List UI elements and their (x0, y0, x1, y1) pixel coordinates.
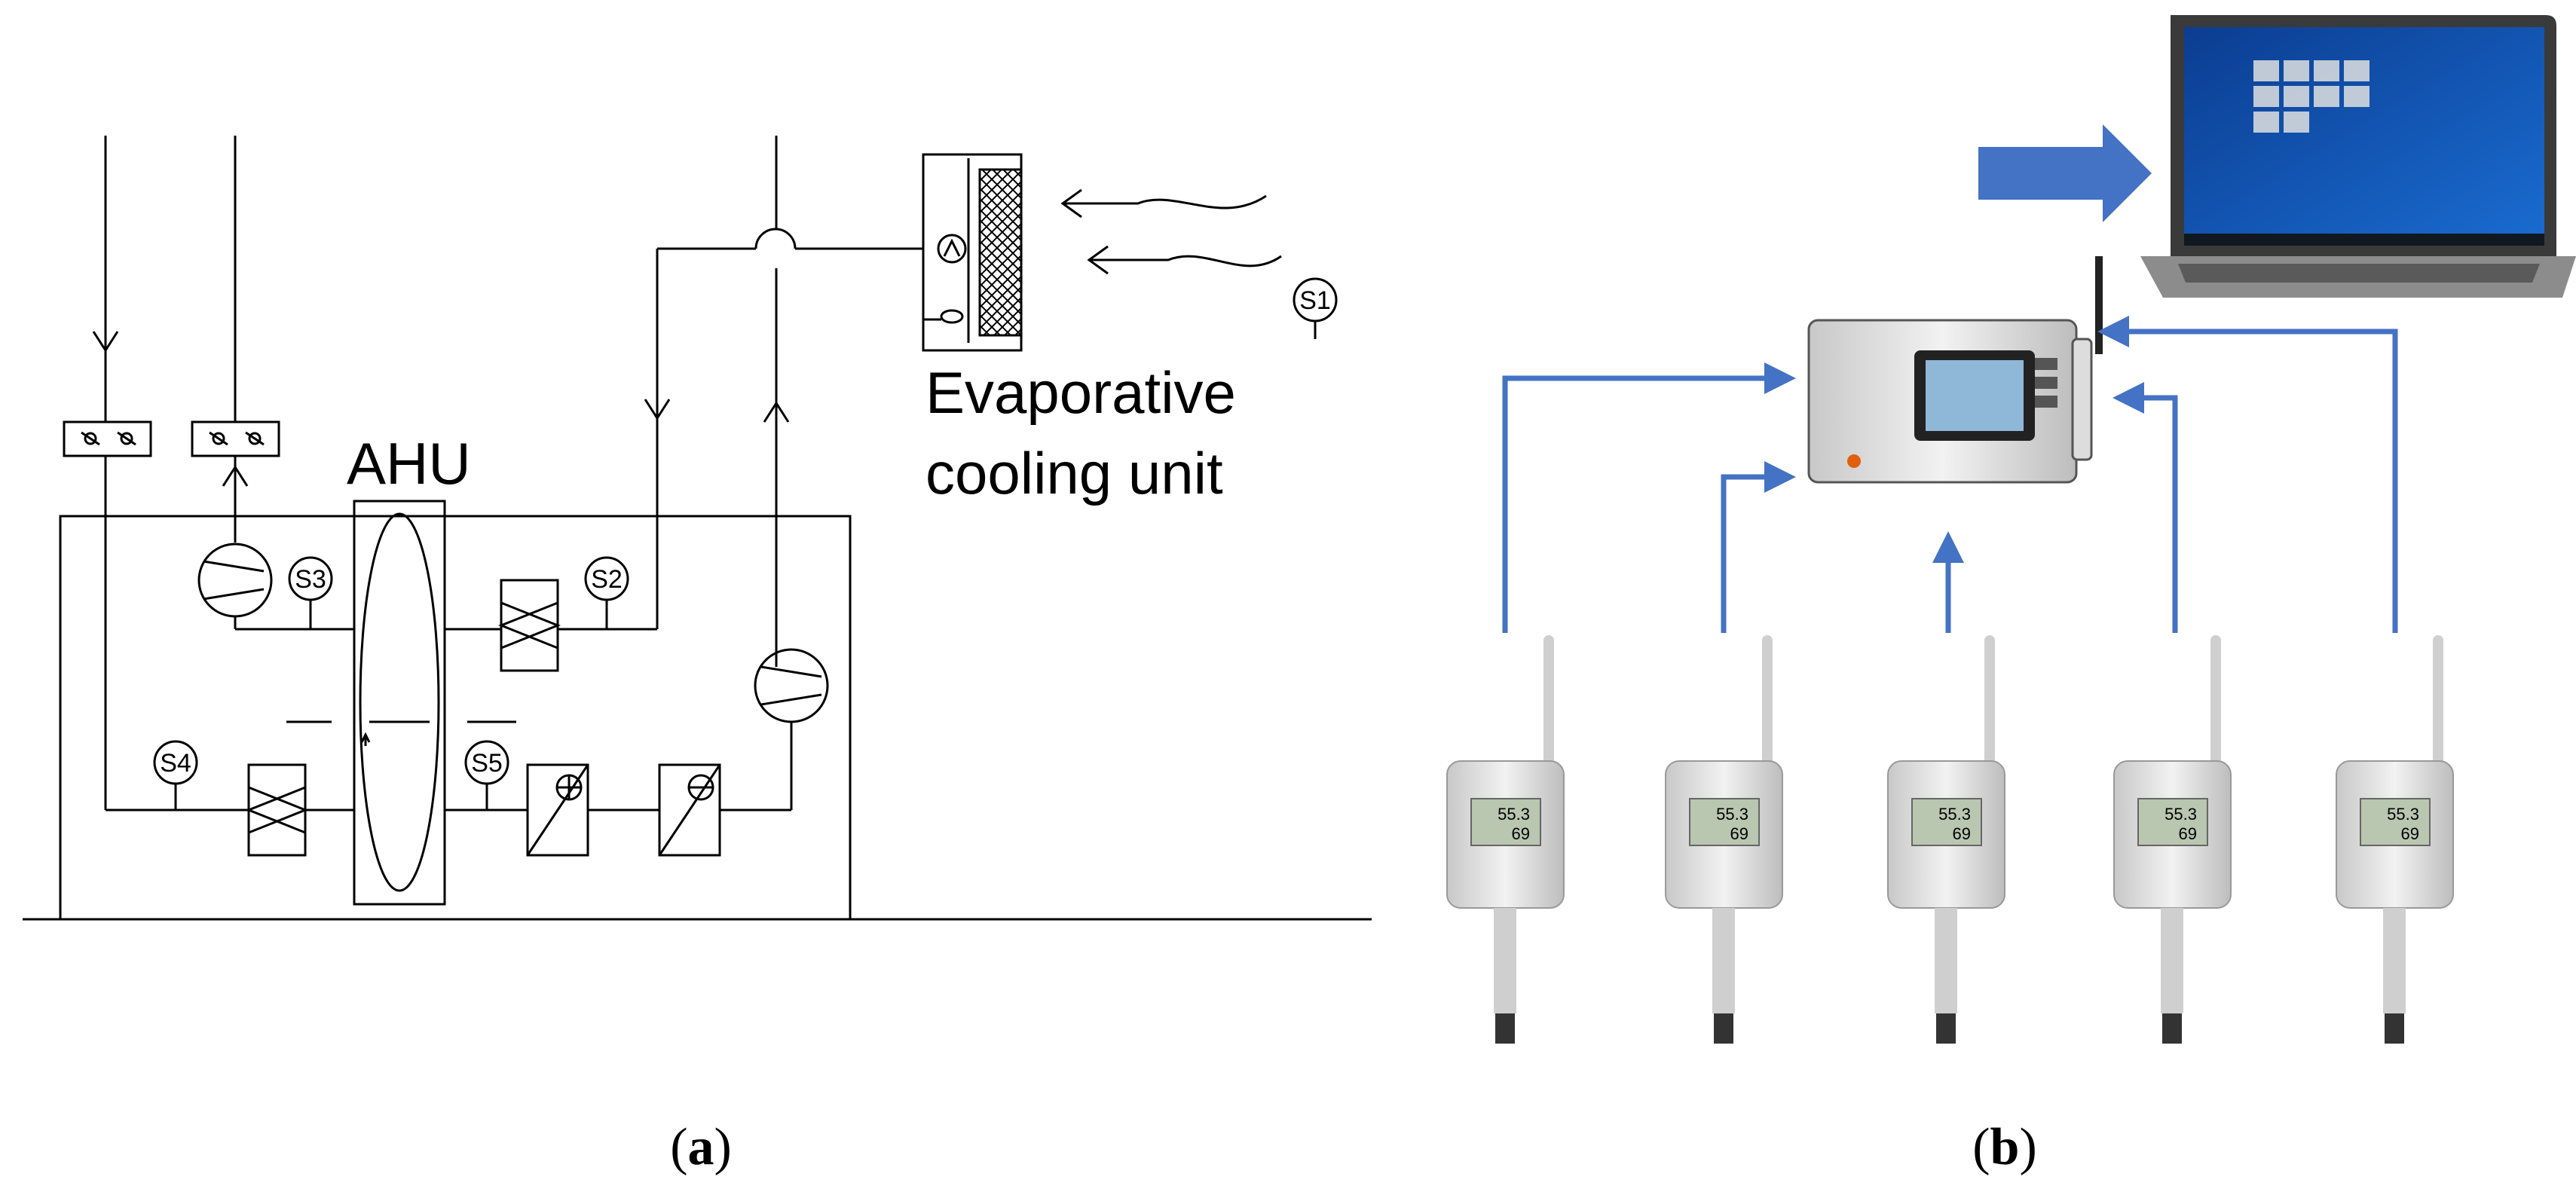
logger-reading-bottom: 69 (2179, 824, 2197, 843)
damper-icon (63, 420, 152, 457)
signal-arrow (2097, 316, 2398, 633)
sensor-label-s3: S3 (295, 565, 326, 594)
logger-row: 55.3 69 55.3 69 55.3 69 55.3 (1446, 635, 2454, 1044)
panel-a-schematic (23, 136, 1372, 921)
wireless-logger-icon: 55.3 69 (1665, 635, 1783, 1044)
damper-icon (191, 420, 280, 457)
ahu-label: AHU (347, 430, 471, 497)
wireless-logger-icon: 55.3 69 (2336, 635, 2454, 1044)
airflow-arrow (1089, 255, 1282, 267)
caption-b-letter: b (1990, 1118, 2020, 1176)
logger-reading-top: 55.3 (1938, 805, 1971, 824)
wireless-logger-icon: 55.3 69 (1887, 635, 2005, 1044)
sensor-icon (584, 556, 629, 629)
base-station-icon (1807, 256, 2103, 484)
evaporative-label-line1: Evaporative (925, 359, 1236, 426)
caption-a-open: ( (670, 1118, 687, 1176)
fan-icon (754, 648, 829, 723)
logger-reading-top: 55.3 (2387, 805, 2419, 824)
sensor-label-s1: S1 (1299, 286, 1331, 315)
signal-arrow (2113, 382, 2178, 633)
logger-reading-top: 55.3 (1716, 805, 1748, 824)
caption-a: (a) (670, 1118, 732, 1176)
ahu-box (59, 515, 852, 921)
logger-reading-bottom: 69 (1730, 824, 1748, 843)
caption-a-letter: a (688, 1118, 714, 1176)
laptop-icon (2140, 15, 2576, 298)
signal-arrow (1721, 461, 1796, 633)
logger-reading-top: 55.3 (2165, 805, 2197, 824)
heater-icon (526, 763, 589, 857)
heat-exchanger-icon (245, 763, 309, 857)
logger-reading-bottom: 69 (1512, 824, 1530, 843)
sensor-icon (153, 740, 198, 810)
logger-reading-bottom: 69 (2401, 824, 2419, 843)
cooler-icon (658, 763, 721, 857)
sensor-label-s5: S5 (471, 749, 503, 778)
rotary-wheel-icon (353, 500, 446, 906)
evaporative-label-line2: cooling unit (925, 440, 1223, 506)
caption-b: (b) (1972, 1118, 2037, 1176)
caption-b-open: ( (1972, 1118, 1990, 1176)
sensor-label-s2: S2 (591, 565, 623, 594)
sensor-icon (1293, 277, 1338, 339)
arrow-icon (1978, 124, 2152, 222)
signal-arrow (1502, 362, 1796, 633)
caption-b-close: ) (2019, 1118, 2036, 1176)
sensor-icon (464, 740, 509, 810)
sensor-label-s4: S4 (160, 749, 191, 778)
heat-exchanger-icon (497, 579, 561, 672)
logger-reading-bottom: 69 (1953, 824, 1971, 843)
fan-icon (197, 543, 273, 618)
caption-a-close: ) (714, 1118, 732, 1176)
wireless-logger-icon: 55.3 69 (1446, 635, 1565, 1044)
logger-reading-top: 55.3 (1498, 805, 1530, 824)
wireless-logger-icon: 55.3 69 (2113, 635, 2232, 1044)
airflow-arrow (1063, 194, 1267, 209)
sensor-icon (288, 556, 333, 629)
evaporative-unit-icon (922, 153, 1023, 352)
